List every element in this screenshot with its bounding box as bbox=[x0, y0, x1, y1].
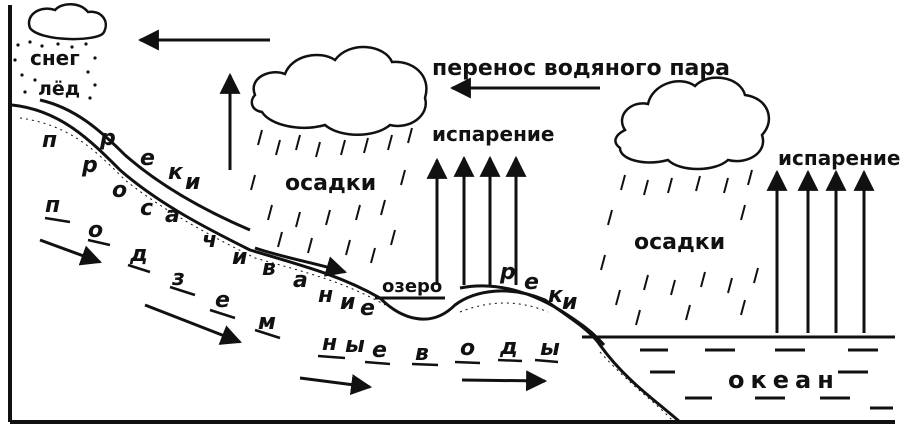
ocean-label: океан bbox=[728, 366, 840, 394]
river-upper-line bbox=[39, 98, 251, 232]
seepage-letter: и bbox=[340, 290, 356, 315]
seepage-letter: о bbox=[112, 178, 128, 203]
underground-a-letter: п bbox=[45, 193, 61, 218]
rivers-upper-letter: к bbox=[168, 160, 183, 185]
rivers-lower-letter: е bbox=[524, 270, 539, 295]
underground-a-letter: з bbox=[172, 266, 185, 291]
underground-a-letter: о bbox=[88, 218, 104, 243]
rain-streaks-middle bbox=[250, 127, 413, 264]
ocean-waves bbox=[640, 348, 893, 410]
underground-b-letter: н bbox=[322, 331, 338, 356]
ice-label: лёд bbox=[38, 78, 81, 100]
underground-b-letter: в bbox=[415, 341, 429, 366]
rivers-upper-letter: р bbox=[100, 126, 116, 151]
rivers-lower-letter: к bbox=[548, 283, 563, 308]
evaporation-arrows-ocean bbox=[766, 169, 875, 333]
rain-streaks-right bbox=[600, 169, 759, 326]
underground-b-letter: ы bbox=[345, 333, 365, 358]
evaporation-ocean-label: испарение bbox=[778, 146, 900, 170]
river-middle-line bbox=[254, 246, 348, 277]
seepage-letter: е bbox=[360, 296, 375, 321]
seepage-letter: н bbox=[318, 283, 334, 308]
precipitation-label-right: осадки bbox=[634, 230, 726, 255]
evaporation-arrows-left bbox=[219, 72, 527, 285]
underground-a-letter: д bbox=[130, 242, 148, 267]
vapor-transport-label: перенос водяного пара bbox=[432, 56, 730, 81]
snow-label: снег bbox=[30, 46, 80, 70]
letter-underlines bbox=[44, 216, 559, 367]
rivers-upper-letter: е bbox=[140, 146, 155, 171]
underground-b-letter: о bbox=[460, 336, 476, 361]
seepage-letter: а bbox=[293, 268, 308, 293]
snow-dots bbox=[13, 40, 97, 100]
rivers-lower-letter: и bbox=[562, 290, 578, 315]
seepage-letter: а bbox=[165, 203, 180, 228]
ground-surface bbox=[11, 103, 681, 424]
cloud-small-topleft bbox=[27, 3, 107, 41]
underground-b-letter: е bbox=[372, 338, 387, 363]
ground-texture bbox=[19, 117, 673, 421]
seepage-letter: в bbox=[262, 256, 276, 281]
underground-b-letter: д bbox=[500, 335, 518, 360]
seepage-letter: п bbox=[42, 128, 58, 153]
cloud-middle bbox=[250, 45, 428, 136]
evaporation-lake-label: испарение bbox=[432, 122, 555, 146]
rivers-lower-letter: р bbox=[500, 260, 516, 285]
seepage-letter: р bbox=[82, 153, 98, 178]
underground-a-letter: е bbox=[215, 288, 230, 313]
precipitation-label-left: осадки bbox=[285, 171, 377, 196]
underground-flow-arrows bbox=[39, 238, 548, 396]
seepage-letter: и bbox=[232, 245, 248, 270]
lake-label: озеро bbox=[382, 276, 443, 297]
seepage-letter: с bbox=[140, 196, 154, 221]
seepage-letter: ч bbox=[202, 228, 218, 253]
underground-b-letter: ы bbox=[540, 336, 560, 361]
cloud-right bbox=[614, 76, 771, 171]
underground-a-letter: м bbox=[258, 310, 276, 335]
rivers-upper-letter: и bbox=[185, 170, 201, 195]
